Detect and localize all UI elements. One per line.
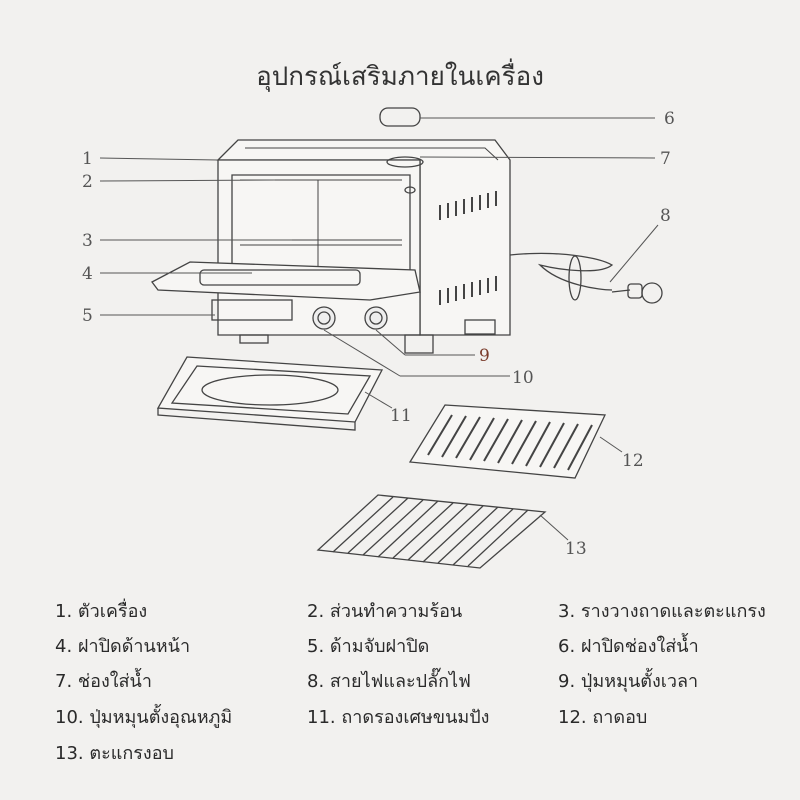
oven-body — [216, 107, 511, 354]
callout-numbers: 1 2 3 4 5 6 7 8 9 10 11 12 13 — [82, 109, 675, 559]
legend-num: 9. — [558, 671, 576, 692]
legend-label: ถาดอบ — [592, 707, 648, 728]
callout-9: 9 — [479, 346, 490, 366]
legend-item-7: 7. ช่องใส่น้ำ — [55, 666, 152, 695]
callout-1: 1 — [82, 149, 93, 169]
legend-label: รางวางถาดและตะแกรง — [580, 601, 766, 622]
legend-label: ปุ่มหมุนตั้งอุณหภูมิ — [89, 707, 233, 728]
legend-num: 4. — [55, 636, 73, 657]
legend-num: 2. — [307, 601, 325, 622]
legend-label: ฝาปิดด้านหน้า — [77, 636, 191, 657]
legend-item-5: 5. ด้ามจับฝาปิด — [307, 631, 429, 660]
crumb-tray — [156, 356, 384, 431]
legend-num: 13. — [55, 743, 84, 764]
legend-label: ด้ามจับฝาปิด — [329, 636, 430, 657]
callout-10: 10 — [512, 368, 534, 388]
callout-13: 13 — [565, 539, 587, 559]
legend-item-10: 10. ปุ่มหมุนตั้งอุณหภูมิ — [55, 702, 232, 731]
baking-tray — [408, 404, 607, 479]
legend-num: 8. — [307, 671, 325, 692]
callout-lines — [99, 117, 659, 541]
callout-5: 5 — [82, 306, 93, 326]
legend-item-1: 1. ตัวเครื่อง — [55, 596, 147, 625]
legend-label: ตัวเครื่อง — [77, 601, 148, 622]
legend-item-6: 6. ฝาปิดช่องใส่น้ำ — [558, 631, 699, 660]
legend-num: 10. — [55, 707, 84, 728]
callout-3: 3 — [82, 231, 93, 251]
knobs — [312, 306, 388, 330]
baking-rack — [316, 494, 547, 569]
callout-11: 11 — [390, 406, 412, 426]
diagram-title: อุปกรณ์เสริมภายในเครื่อง — [256, 62, 544, 92]
legend-label: ตะแกรงอบ — [89, 743, 174, 764]
legend-item-8: 8. สายไฟและปลั๊กไฟ — [307, 666, 471, 695]
legend-item-11: 11. ถาดรองเศษขนมปัง — [307, 702, 489, 731]
legend-label: ส่วนทำความร้อน — [329, 601, 463, 622]
front-door — [151, 261, 421, 321]
callout-4: 4 — [82, 264, 93, 284]
callout-8: 8 — [660, 206, 671, 226]
callout-7: 7 — [660, 149, 671, 169]
legend-label: ฝาปิดช่องใส่น้ำ — [580, 636, 699, 657]
legend-label: สายไฟและปลั๊กไฟ — [329, 671, 471, 692]
legend-num: 7. — [55, 671, 73, 692]
callout-12: 12 — [622, 451, 644, 471]
legend-item-12: 12. ถาดอบ — [558, 702, 647, 731]
legend-item-9: 9. ปุ่มหมุนตั้งเวลา — [558, 666, 698, 695]
legend-label: ปุ่มหมุนตั้งเวลา — [580, 671, 699, 692]
callout-2: 2 — [82, 172, 93, 192]
callout-6: 6 — [664, 109, 675, 129]
legend-item-2: 2. ส่วนทำความร้อน — [307, 596, 462, 625]
legend-item-4: 4. ฝาปิดด้านหน้า — [55, 631, 190, 660]
legend-num: 1. — [55, 601, 73, 622]
legend-label: ช่องใส่น้ำ — [77, 671, 152, 692]
legend-num: 3. — [558, 601, 576, 622]
legend-num: 11. — [307, 707, 336, 728]
legend-item-3: 3. รางวางถาดและตะแกรง — [558, 596, 766, 625]
power-cord — [509, 252, 663, 304]
legend-num: 5. — [307, 636, 325, 657]
legend-num: 6. — [558, 636, 576, 657]
legend-item-13: 13. ตะแกรงอบ — [55, 738, 174, 767]
legend-num: 12. — [558, 707, 587, 728]
legend-label: ถาดรองเศษขนมปัง — [341, 707, 490, 728]
